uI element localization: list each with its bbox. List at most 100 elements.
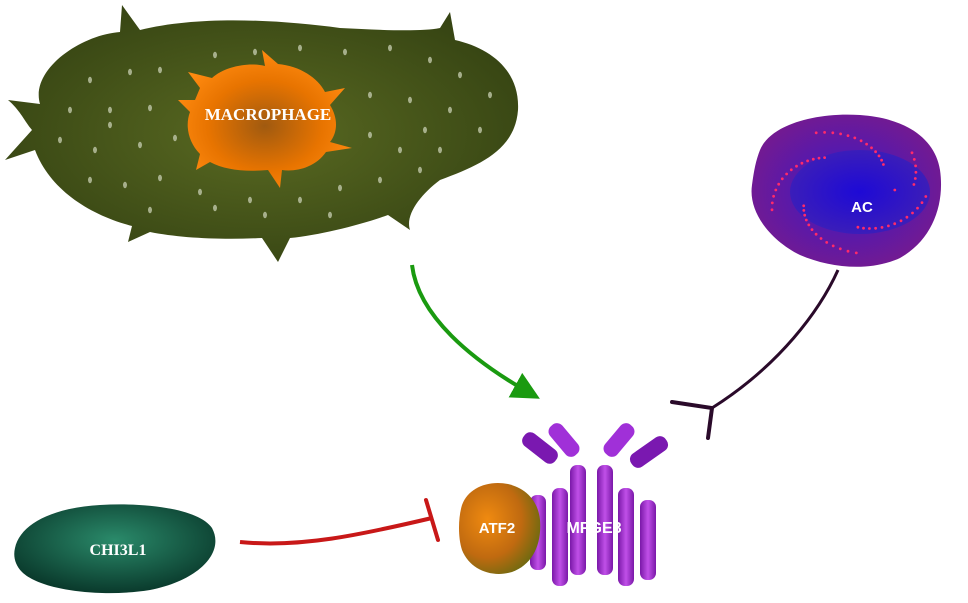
ac-texture-dot xyxy=(780,177,784,181)
ac-texture-dot xyxy=(774,188,778,192)
ac-texture-dot xyxy=(838,247,842,251)
ac-texture-dot xyxy=(803,213,807,217)
macrophage-texture-dot xyxy=(108,121,112,129)
ac-texture-dot xyxy=(880,158,883,162)
macrophage-texture-dot xyxy=(478,126,482,134)
macrophage-texture-dot xyxy=(338,184,342,192)
macrophage-texture-dot xyxy=(213,204,217,212)
ac-texture-dot xyxy=(914,170,918,174)
ac-texture-dot xyxy=(819,237,823,240)
macrophage-texture-dot xyxy=(173,134,177,142)
atf2-shape xyxy=(459,482,541,574)
macrophage-texture-dot xyxy=(263,211,267,219)
ac-texture-dot xyxy=(831,244,835,248)
ac-texture-dot xyxy=(899,219,903,223)
macrophage-texture-dot xyxy=(418,166,422,174)
ac-texture-dot xyxy=(912,158,916,161)
ac-texture-dot xyxy=(874,150,877,154)
macrophage-nucleus xyxy=(178,50,352,188)
ac-texture-dot xyxy=(913,177,917,180)
macrophage-texture-dot xyxy=(388,44,392,52)
ac-texture-dot xyxy=(777,182,781,186)
ac-texture-dot xyxy=(862,226,865,230)
macrophage-texture-dot xyxy=(448,106,452,114)
ac-texture-dot xyxy=(865,142,868,146)
ac-texture-dot xyxy=(825,241,829,244)
macrophage-texture-dot xyxy=(128,68,132,76)
ac-texture-dot xyxy=(887,224,890,228)
macrophage-texture-dot xyxy=(58,136,62,144)
ac-texture-dot xyxy=(770,208,774,212)
macrophage-texture-dot xyxy=(423,126,427,134)
ac-texture-dot xyxy=(846,249,850,253)
ac-texture-dot xyxy=(814,131,818,135)
macrophage-texture-dot xyxy=(298,196,302,204)
macrophage-texture-dot xyxy=(148,206,152,214)
ac-texture-dot xyxy=(905,215,909,219)
ac-texture-dot xyxy=(817,156,821,160)
ac-texture-dot xyxy=(795,164,798,168)
ac-texture-dot xyxy=(854,251,858,255)
ac-texture-dot xyxy=(772,194,775,198)
ac-texture-dot xyxy=(831,131,835,135)
ac-texture-dot xyxy=(802,209,806,212)
ac-texture-dot xyxy=(874,226,877,230)
ac-texture-dot xyxy=(839,132,842,136)
ac-texture-dot xyxy=(806,159,809,163)
ac-texture-dot xyxy=(789,168,793,172)
macrophage-texture-dot xyxy=(298,44,302,52)
ac-to-mfge8-inhibition xyxy=(670,269,840,440)
macrophage-texture-dot xyxy=(93,146,97,154)
macrophage-texture-dot xyxy=(378,176,382,184)
ac-texture-dot xyxy=(916,206,919,210)
macrophage-texture-dot xyxy=(458,71,462,79)
ac-texture-dot xyxy=(814,232,818,236)
ac-texture-dot xyxy=(893,188,897,192)
ac-texture-dot xyxy=(807,223,811,227)
ac-texture-dot xyxy=(846,134,850,138)
ac-texture-dot xyxy=(810,228,814,232)
macrophage-texture-dot xyxy=(158,66,162,74)
macrophage-texture-dot xyxy=(148,104,152,112)
macrophage-texture-dot xyxy=(438,146,442,154)
ac-texture-dot xyxy=(868,227,871,230)
macrophage-texture-dot xyxy=(108,106,112,114)
macrophage-texture-dot xyxy=(343,48,347,56)
mfge8-label: MFGE8 xyxy=(566,520,621,537)
macrophage-texture-dot xyxy=(138,141,142,149)
ac-texture-dot xyxy=(853,136,857,140)
ac-texture-dot xyxy=(870,146,873,150)
chi3l1-to-atf2-inhibition xyxy=(239,498,440,546)
macrophage-texture-dot xyxy=(328,211,332,219)
ac-texture-dot xyxy=(785,172,788,176)
ac-texture-dot xyxy=(770,201,774,205)
ac-texture-dot xyxy=(880,226,884,229)
ac-texture-dot xyxy=(811,157,815,161)
macrophage-texture-dot xyxy=(68,106,72,114)
macrophage-texture-dot xyxy=(213,51,217,59)
macrophage-to-mfge8-arrow xyxy=(410,264,540,399)
ac-node: AC xyxy=(751,114,942,267)
macrophage-texture-dot xyxy=(88,76,92,84)
macrophage-texture-dot xyxy=(88,176,92,184)
mfge8-receptor: MFGE8 xyxy=(522,423,669,586)
chi3l1-shape xyxy=(14,504,216,594)
ac-texture-dot xyxy=(914,164,917,168)
macrophage-texture-dot xyxy=(253,48,257,56)
chi3l1-label: CHI3L1 xyxy=(90,542,147,559)
ac-texture-dot xyxy=(912,183,916,186)
ac-label: AC xyxy=(851,199,873,216)
ac-texture-dot xyxy=(877,154,881,158)
ac-texture-dot xyxy=(800,161,804,165)
macrophage-texture-dot xyxy=(158,174,162,182)
macrophage-texture-dot xyxy=(428,56,432,64)
chi3l1-node: CHI3L1 xyxy=(14,504,216,594)
ac-texture-dot xyxy=(924,195,928,198)
ac-nucleus xyxy=(790,150,930,234)
ac-texture-dot xyxy=(804,218,808,222)
ac-texture-dot xyxy=(893,222,897,226)
ac-texture-dot xyxy=(823,131,826,134)
macrophage-texture-dot xyxy=(198,188,202,196)
ac-texture-dot xyxy=(920,201,924,205)
